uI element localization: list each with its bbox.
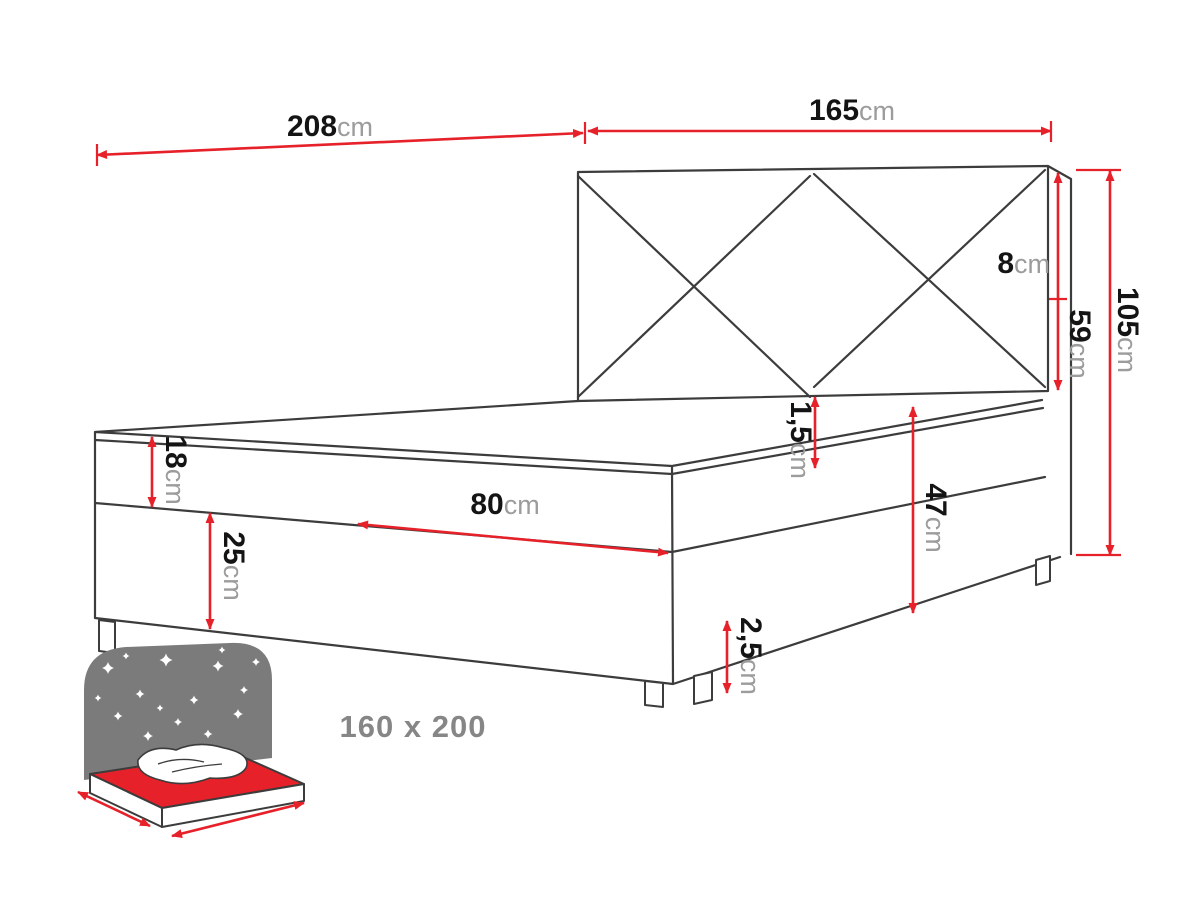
dim-label-mattress-height: 18cm: [159, 435, 192, 504]
icon-arrow-length: [171, 801, 305, 838]
dim-label-topper-height: 1,5cm: [784, 401, 817, 479]
dim-label-side-height: 47cm: [919, 483, 952, 552]
bed-size-icon: [77, 642, 305, 838]
headboard-cross-pattern: [576, 168, 1047, 399]
dim-ticks-top: [95, 121, 1053, 166]
dim-label-total-height: 105cm: [1111, 287, 1144, 373]
icon-headboard: [84, 642, 272, 780]
icon-arrow-width: [77, 790, 151, 828]
dimension-labels: 208cm 165cm 8cm 59cm 105cm 18cm 25cm 80c…: [159, 94, 1144, 695]
size-badge: 160 x 200: [340, 709, 487, 744]
dim-ticks-total-height: [1076, 168, 1121, 557]
icon-duvet: [137, 743, 248, 785]
dim-label-box-width: 80cm: [470, 488, 539, 521]
bed-drawing: [93, 164, 1073, 708]
dim-label-headboard-width: 165cm: [809, 94, 895, 127]
dim-label-headboard-above: 59cm: [1063, 309, 1096, 378]
dim-label-base-height: 25cm: [217, 531, 250, 600]
dim-line-total-length: [96, 128, 584, 160]
dimension-lines: [95, 121, 1121, 694]
dim-label-total-length: 208cm: [287, 110, 373, 143]
icon-duvet-folds: [157, 758, 223, 773]
dim-line-box-width: [357, 520, 669, 557]
dim-label-headboard-depth: 8cm: [997, 247, 1050, 280]
headboard-outline: [576, 164, 1073, 556]
dim-label-leg-height: 2,5cm: [734, 617, 767, 695]
